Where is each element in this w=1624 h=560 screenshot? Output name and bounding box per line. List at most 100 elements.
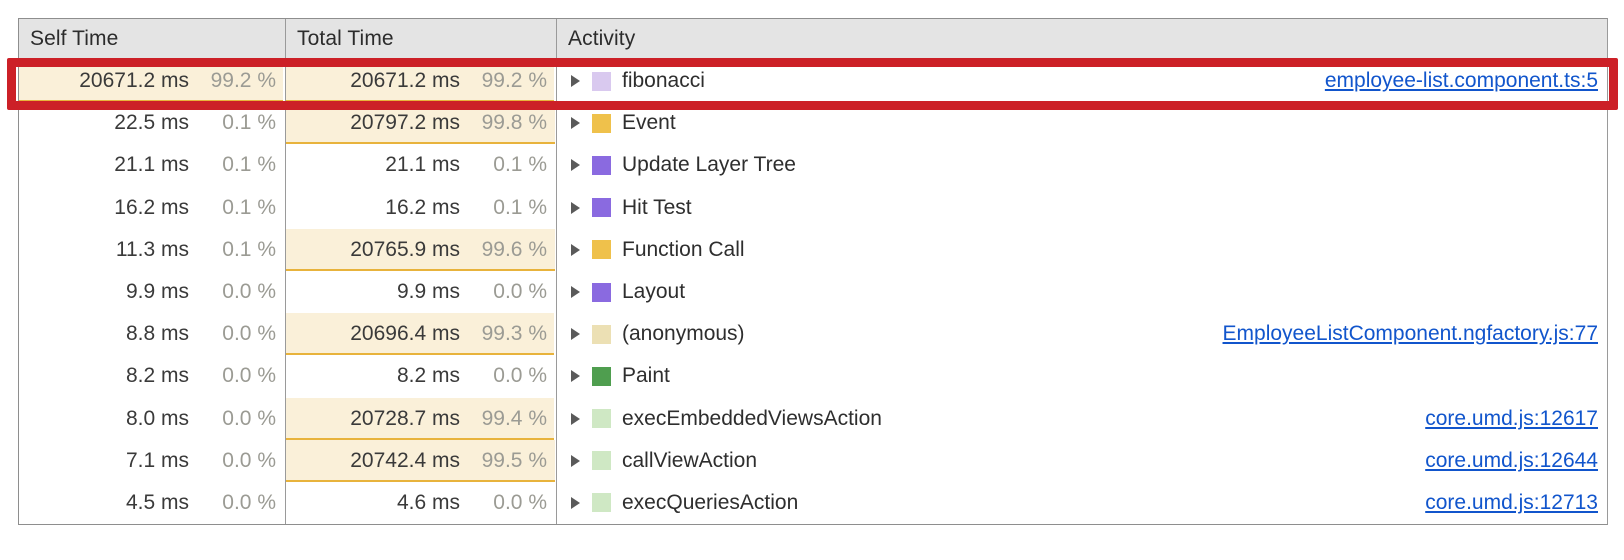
activity-color-swatch-icon [592, 451, 611, 471]
self-time-ms: 22.5 ms [114, 111, 189, 135]
self-time-ms: 21.1 ms [114, 153, 189, 177]
bottom-up-table: Self Time Total Time Activity 20671.2 ms… [18, 18, 1608, 526]
total-time-percent: 99.4 % [481, 406, 547, 430]
total-time-ms: 21.1 ms [385, 153, 460, 177]
total-time-ms: 9.9 ms [396, 280, 460, 304]
activity-label: (anonymous) [622, 322, 745, 346]
cell-total-time: 20696.4 ms 99.3 % [286, 313, 557, 356]
self-time-ms: 16.2 ms [114, 195, 189, 219]
self-time-percent: 0.0 % [222, 490, 276, 514]
activity-label: Event [622, 111, 676, 135]
expand-triangle-icon[interactable] [567, 241, 585, 259]
expand-triangle-icon[interactable] [567, 114, 585, 132]
total-time-bar [286, 228, 555, 271]
activity-color-swatch-icon [592, 324, 611, 344]
total-time-ms: 20742.4 ms [350, 448, 460, 472]
expand-triangle-icon[interactable] [567, 410, 585, 428]
total-time-ms: 20671.2 ms [350, 69, 460, 93]
activity-label: Hit Test [622, 195, 692, 219]
expand-triangle-icon[interactable] [567, 325, 585, 343]
cell-self-time: 7.1 ms 0.0 % [19, 439, 286, 482]
expand-triangle-icon[interactable] [567, 199, 585, 217]
column-header-self-time[interactable]: Self Time [19, 19, 286, 59]
activity-label: callViewAction [622, 448, 758, 472]
expand-triangle-icon[interactable] [567, 156, 585, 174]
cell-activity: Update Layer Tree [557, 144, 1607, 186]
cell-total-time: 20742.4 ms 99.5 % [286, 439, 557, 482]
source-location-link[interactable]: core.umd.js:12644 [1425, 448, 1598, 472]
activity-color-swatch-icon [592, 409, 611, 429]
self-time-percent: 0.1 % [222, 237, 276, 261]
total-time-bar [286, 313, 555, 356]
total-time-value-group: 20696.4 ms 99.3 % [350, 322, 547, 346]
source-location-link[interactable]: EmployeeListComponent.ngfactory.js:77 [1222, 322, 1598, 346]
self-time-ms: 7.1 ms [125, 448, 189, 472]
cell-self-time: 8.0 ms 0.0 % [19, 397, 286, 440]
self-time-percent: 0.1 % [222, 195, 276, 219]
self-time-percent: 0.1 % [222, 111, 276, 135]
activity-color-swatch-icon [592, 71, 611, 91]
cell-activity: Layout [557, 271, 1607, 313]
table-row[interactable]: 7.1 ms 0.0 % 20742.4 ms 99.5 % callViewActio… [19, 439, 1607, 482]
column-header-total-time[interactable]: Total Time [286, 19, 557, 59]
source-location-link[interactable]: core.umd.js:12713 [1425, 490, 1598, 514]
activity-label: Paint [622, 364, 670, 388]
expand-triangle-icon[interactable] [567, 72, 585, 90]
self-time-percent: 0.0 % [222, 448, 276, 472]
self-time-percent: 0.0 % [222, 364, 276, 388]
expand-triangle-icon[interactable] [567, 283, 585, 301]
expand-triangle-icon[interactable] [567, 452, 585, 470]
total-time-percent: 99.6 % [481, 237, 547, 261]
total-time-percent: 99.8 % [481, 111, 547, 135]
total-time-bar [286, 397, 555, 440]
expand-triangle-icon[interactable] [567, 367, 585, 385]
cell-self-time: 16.2 ms 0.1 % [19, 186, 286, 229]
total-time-ms: 20696.4 ms [350, 322, 460, 346]
source-location-link[interactable]: core.umd.js:12617 [1425, 406, 1598, 430]
cell-activity: (anonymous) EmployeeListComponent.ngfacto… [557, 313, 1607, 355]
activity-label: fibonacci [622, 69, 705, 93]
self-time-value-group: 7.1 ms 0.0 % [126, 449, 276, 473]
activity-label: Update Layer Tree [622, 153, 796, 177]
source-location-link[interactable]: employee-list.component.ts:5 [1324, 69, 1598, 93]
self-time-ms: 8.0 ms [125, 406, 189, 430]
self-time-percent: 0.0 % [222, 322, 276, 346]
cell-activity: Function Call [557, 229, 1607, 271]
column-header-activity[interactable]: Activity [568, 27, 636, 50]
total-time-percent: 99.5 % [481, 448, 547, 472]
total-time-percent: 99.3 % [481, 322, 547, 346]
activity-color-swatch-icon [592, 113, 611, 133]
self-time-percent: 0.0 % [222, 406, 276, 430]
self-time-ms: 9.9 ms [125, 280, 189, 304]
activity-label: execQueriesAction [622, 490, 799, 514]
cell-self-time: 22.5 ms 0.1 % [19, 102, 286, 145]
cell-activity: Hit Test [557, 187, 1607, 229]
expand-triangle-icon[interactable] [567, 494, 585, 512]
cell-activity: fibonacci employee-list.component.ts:5 [557, 60, 1607, 102]
self-time-percent: 99.2 % [210, 69, 276, 93]
activity-label: Function Call [622, 237, 745, 261]
